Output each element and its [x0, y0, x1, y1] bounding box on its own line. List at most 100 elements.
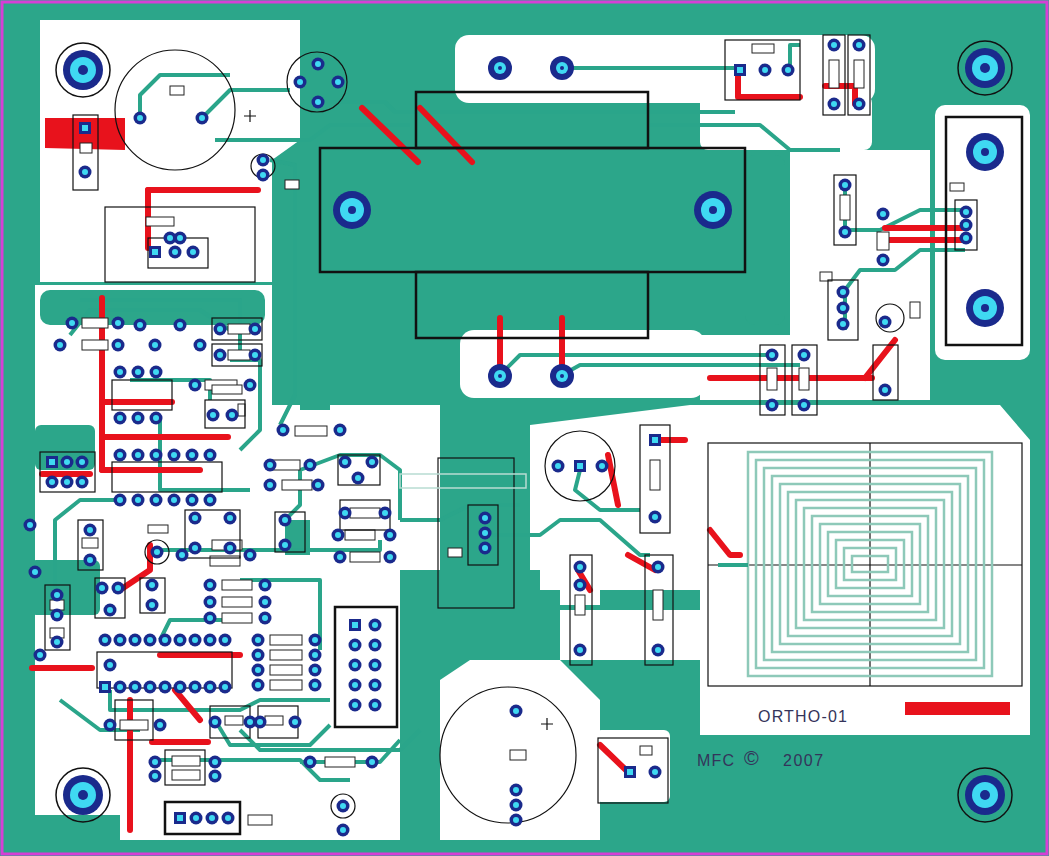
copper-pour: [30, 155, 785, 660]
pad: [154, 719, 167, 732]
power-track: [608, 455, 618, 505]
component-outline: [734, 64, 746, 76]
capacitor-symbol: [312, 96, 325, 109]
ic-outline: [275, 512, 305, 552]
power-track: [102, 467, 200, 473]
pad: [204, 634, 217, 647]
pad: [168, 494, 181, 507]
pad: [149, 770, 162, 783]
resistor-symbol: [248, 815, 272, 825]
pad: [207, 409, 220, 422]
coil-symbol: [796, 500, 944, 628]
pad: [189, 542, 202, 555]
power-track: [497, 318, 503, 372]
power-track: [160, 652, 240, 658]
pad: [146, 579, 159, 592]
pad: [204, 596, 217, 609]
power-track: [885, 237, 962, 243]
signal-track: [202, 90, 290, 118]
resistor-symbol: [82, 340, 108, 350]
pad: [114, 412, 127, 425]
mounting-hole: [56, 41, 1012, 822]
capacitor-symbol: [596, 460, 609, 473]
copper-pour: [30, 560, 100, 615]
pad: [279, 514, 292, 527]
ic-outline: [112, 380, 172, 410]
component-outline: [187, 246, 200, 259]
pad: [112, 582, 125, 595]
resistor-symbol: [270, 680, 302, 690]
capacitor-symbol: [312, 58, 325, 71]
resistor-symbol: [270, 665, 302, 675]
component-outline: [649, 766, 662, 779]
connector-symbol: [966, 289, 1004, 327]
component-outline: [649, 434, 661, 446]
pad: [214, 323, 227, 336]
pad: [129, 681, 142, 694]
pad: [189, 512, 202, 525]
pad: [24, 317, 397, 825]
ic-outline: [78, 520, 103, 570]
pad: [309, 634, 322, 647]
resistor-symbol: [282, 480, 312, 490]
ic-outline: [95, 578, 125, 618]
pad: [379, 507, 392, 520]
pad: [349, 659, 362, 672]
transformer-outline: [416, 272, 648, 338]
pad: [66, 317, 79, 330]
copper-pour: [600, 590, 700, 610]
ic-outline: [335, 607, 397, 727]
component-outline: [725, 40, 800, 100]
component-outline: [653, 590, 663, 620]
component-outline: [839, 226, 852, 239]
component-outline: [73, 115, 98, 190]
pad: [114, 366, 127, 379]
component-outline: [624, 766, 636, 778]
component-outline: [80, 143, 92, 153]
pad: [366, 456, 379, 469]
signal-track: [575, 470, 640, 510]
clearance-area: [700, 150, 930, 400]
signal-track: [330, 102, 735, 112]
pad: [264, 459, 277, 472]
connector-symbol: [946, 117, 1022, 345]
component-outline: [174, 232, 187, 245]
pad: [252, 664, 265, 677]
power-track: [885, 225, 962, 231]
clearance-area: [595, 730, 670, 802]
capacitor-symbol: [510, 799, 523, 812]
pad: [369, 699, 382, 712]
pad: [24, 519, 37, 532]
coil-symbol: [828, 532, 912, 596]
pad: [76, 476, 89, 489]
capacitor-symbol: [440, 687, 576, 823]
pad: [112, 339, 125, 352]
component-outline: [79, 166, 92, 179]
component-outline: [767, 368, 777, 390]
pad: [159, 681, 172, 694]
component-outline: [828, 98, 841, 111]
pad: [304, 459, 317, 472]
capacitor-symbol: [510, 750, 526, 760]
component-outline: [575, 595, 585, 615]
power-track: [905, 702, 1010, 715]
power-track: [865, 340, 895, 378]
pad: [259, 596, 272, 609]
pad: [369, 619, 382, 632]
power-track: [559, 318, 565, 372]
pad: [224, 512, 237, 525]
capacitor-symbol: [541, 718, 553, 730]
component-outline: [834, 175, 856, 245]
pad: [134, 319, 147, 332]
power-track: [362, 108, 418, 162]
mounting-hole: [958, 41, 1012, 95]
component-outline: [854, 60, 864, 88]
connector-symbol: [960, 219, 973, 232]
ic-outline: [165, 802, 240, 834]
copper-pour: [400, 570, 540, 660]
signal-track: [650, 125, 840, 150]
resistor-symbol: [222, 597, 252, 607]
pad: [76, 456, 89, 469]
